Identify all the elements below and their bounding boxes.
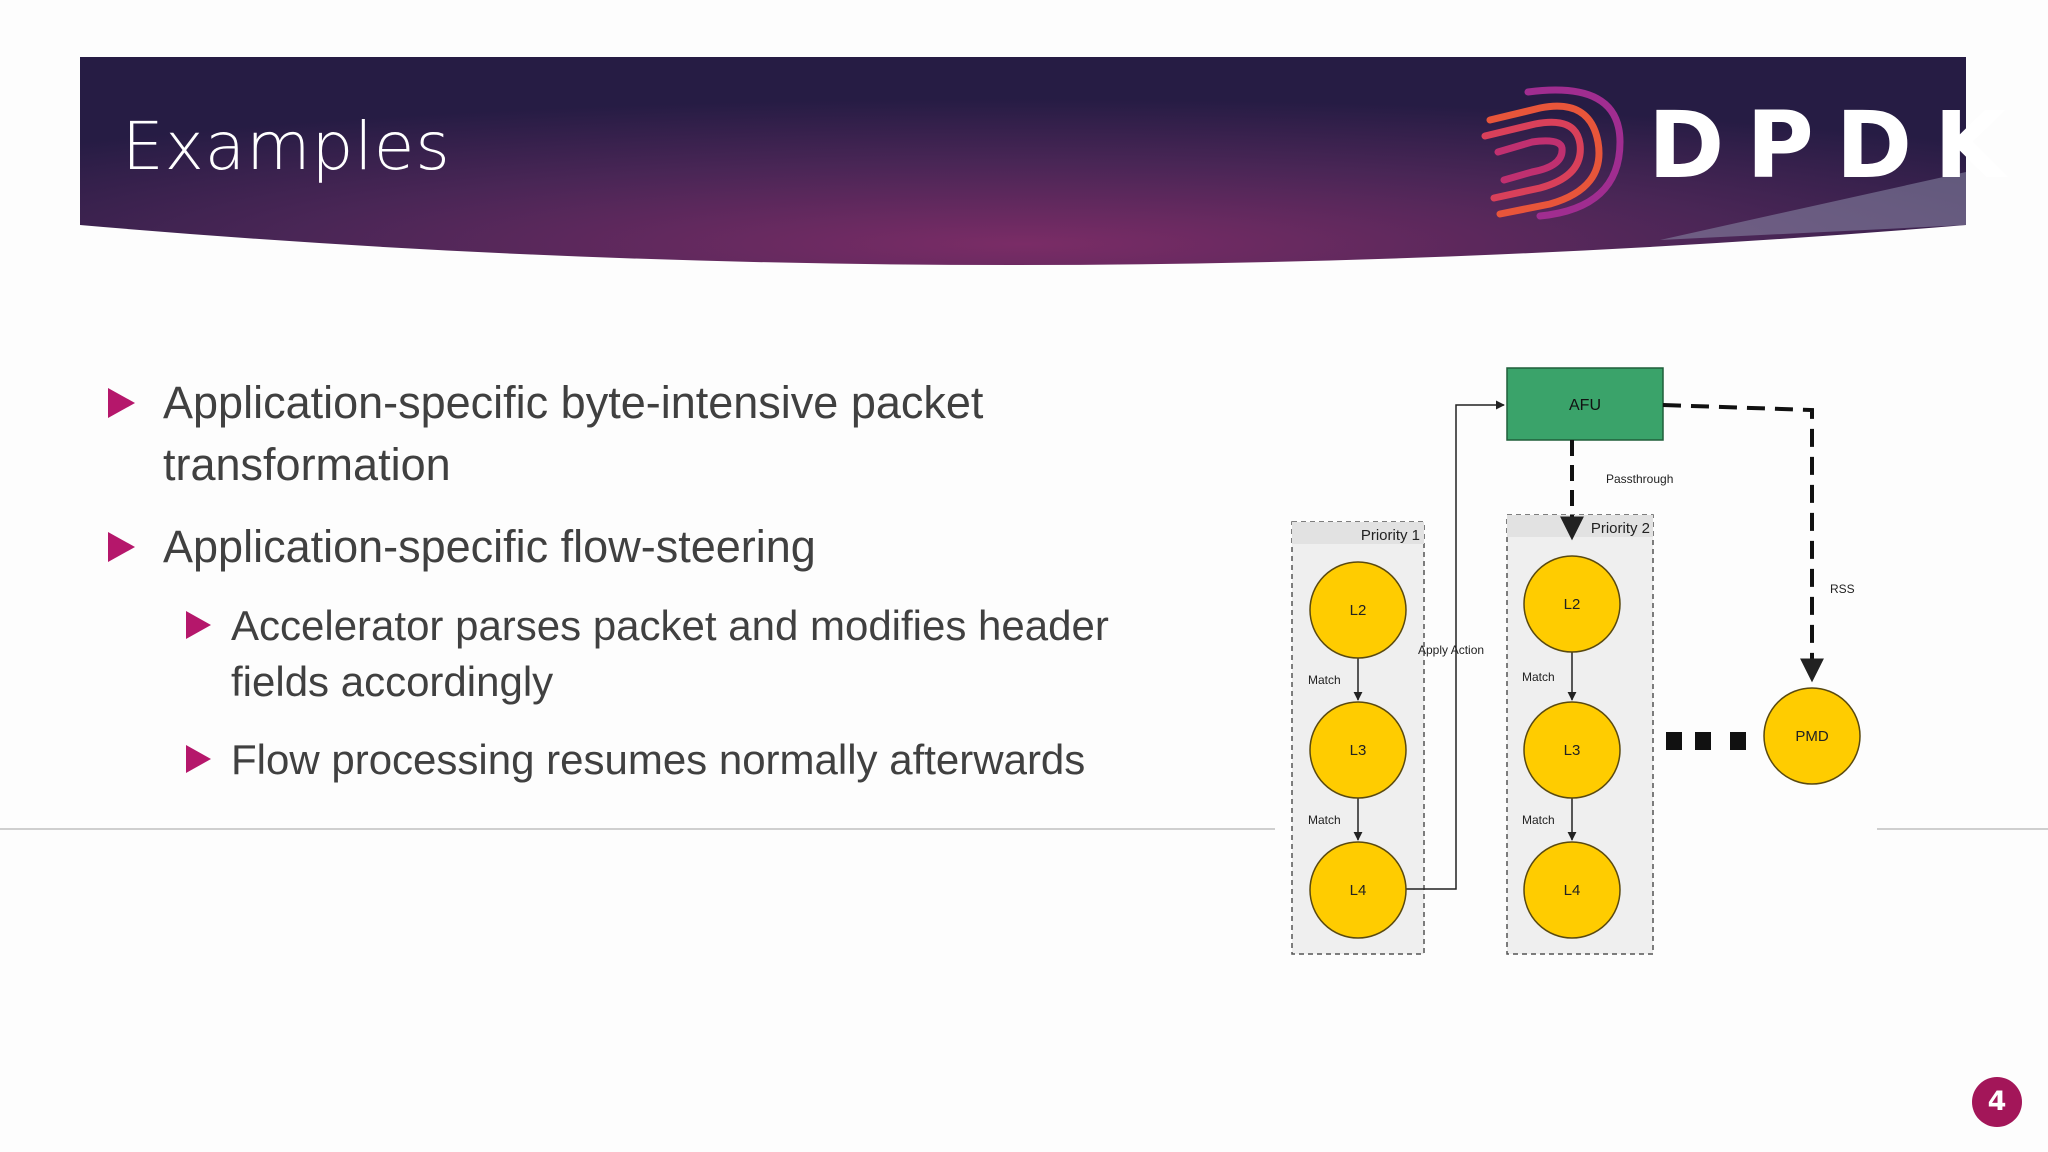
bullet-item: Application-specific flow-steering bbox=[100, 516, 1180, 578]
divider-right bbox=[1877, 828, 2048, 830]
match-label: Match bbox=[1522, 813, 1555, 827]
afu-label: AFU bbox=[1569, 397, 1601, 414]
p1-l4-node bbox=[1309, 841, 1407, 939]
bullet-triangle-icon bbox=[186, 611, 211, 639]
ellipsis-square bbox=[1695, 732, 1711, 750]
bullet-text: Application-specific flow-steering bbox=[163, 521, 816, 572]
ellipsis-square bbox=[1730, 732, 1746, 750]
node-label: L3 bbox=[1350, 742, 1367, 759]
page-number-badge: 4 bbox=[1972, 1077, 2022, 1127]
bullet-triangle-icon bbox=[108, 388, 135, 418]
slide-title: Examples bbox=[122, 108, 451, 185]
divider-left bbox=[0, 828, 1275, 830]
match-label: Match bbox=[1522, 670, 1555, 684]
title-banner bbox=[80, 57, 1966, 265]
bullet-text: Accelerator parses packet and modifies h… bbox=[231, 602, 1109, 705]
pmd-node bbox=[1763, 687, 1861, 785]
p2-l4-node bbox=[1523, 841, 1621, 939]
sub-bullet-item: Accelerator parses packet and modifies h… bbox=[100, 598, 1180, 710]
bullet-text: Application-specific byte-intensive pack… bbox=[163, 377, 984, 490]
p2-l2-node bbox=[1523, 555, 1621, 653]
apply-action-edge bbox=[1406, 400, 1505, 890]
rss-label: RSS bbox=[1830, 582, 1855, 596]
priority-2-label: Priority 2 bbox=[1591, 520, 1650, 537]
bullet-item: Application-specific byte-intensive pack… bbox=[100, 372, 1180, 496]
bullet-triangle-icon bbox=[186, 745, 211, 773]
bullet-text: Flow processing resumes normally afterwa… bbox=[231, 736, 1086, 783]
p1-l2-node bbox=[1309, 561, 1407, 659]
afu-box bbox=[1506, 367, 1664, 441]
bullet-triangle-icon bbox=[108, 532, 135, 562]
rss-edge bbox=[1662, 403, 1824, 683]
dpdk-logo-mark bbox=[1481, 86, 1624, 220]
node-label: L4 bbox=[1564, 882, 1581, 899]
pmd-label: PMD bbox=[1795, 728, 1829, 745]
node-label: L2 bbox=[1350, 602, 1367, 619]
flow-diagram: Priority 1 Priority 2 Match Match Match … bbox=[1291, 367, 1861, 955]
node-label: L3 bbox=[1564, 742, 1581, 759]
passthrough-label: Passthrough bbox=[1606, 472, 1673, 486]
priority-1-header bbox=[1292, 522, 1424, 544]
p2-l3-node bbox=[1523, 701, 1621, 799]
match-label: Match bbox=[1308, 673, 1341, 687]
node-label: L4 bbox=[1350, 882, 1367, 899]
apply-action-label: Apply Action bbox=[1418, 643, 1484, 657]
p1-l3-node bbox=[1309, 701, 1407, 799]
logo-text: DPDK bbox=[1648, 92, 2028, 199]
ellipsis-square bbox=[1666, 732, 1682, 750]
bullet-list: Application-specific byte-intensive pack… bbox=[100, 372, 1180, 810]
match-label: Match bbox=[1308, 813, 1341, 827]
priority-1-label: Priority 1 bbox=[1361, 527, 1420, 544]
sub-bullet-item: Flow processing resumes normally afterwa… bbox=[100, 732, 1180, 788]
node-label: L2 bbox=[1564, 596, 1581, 613]
